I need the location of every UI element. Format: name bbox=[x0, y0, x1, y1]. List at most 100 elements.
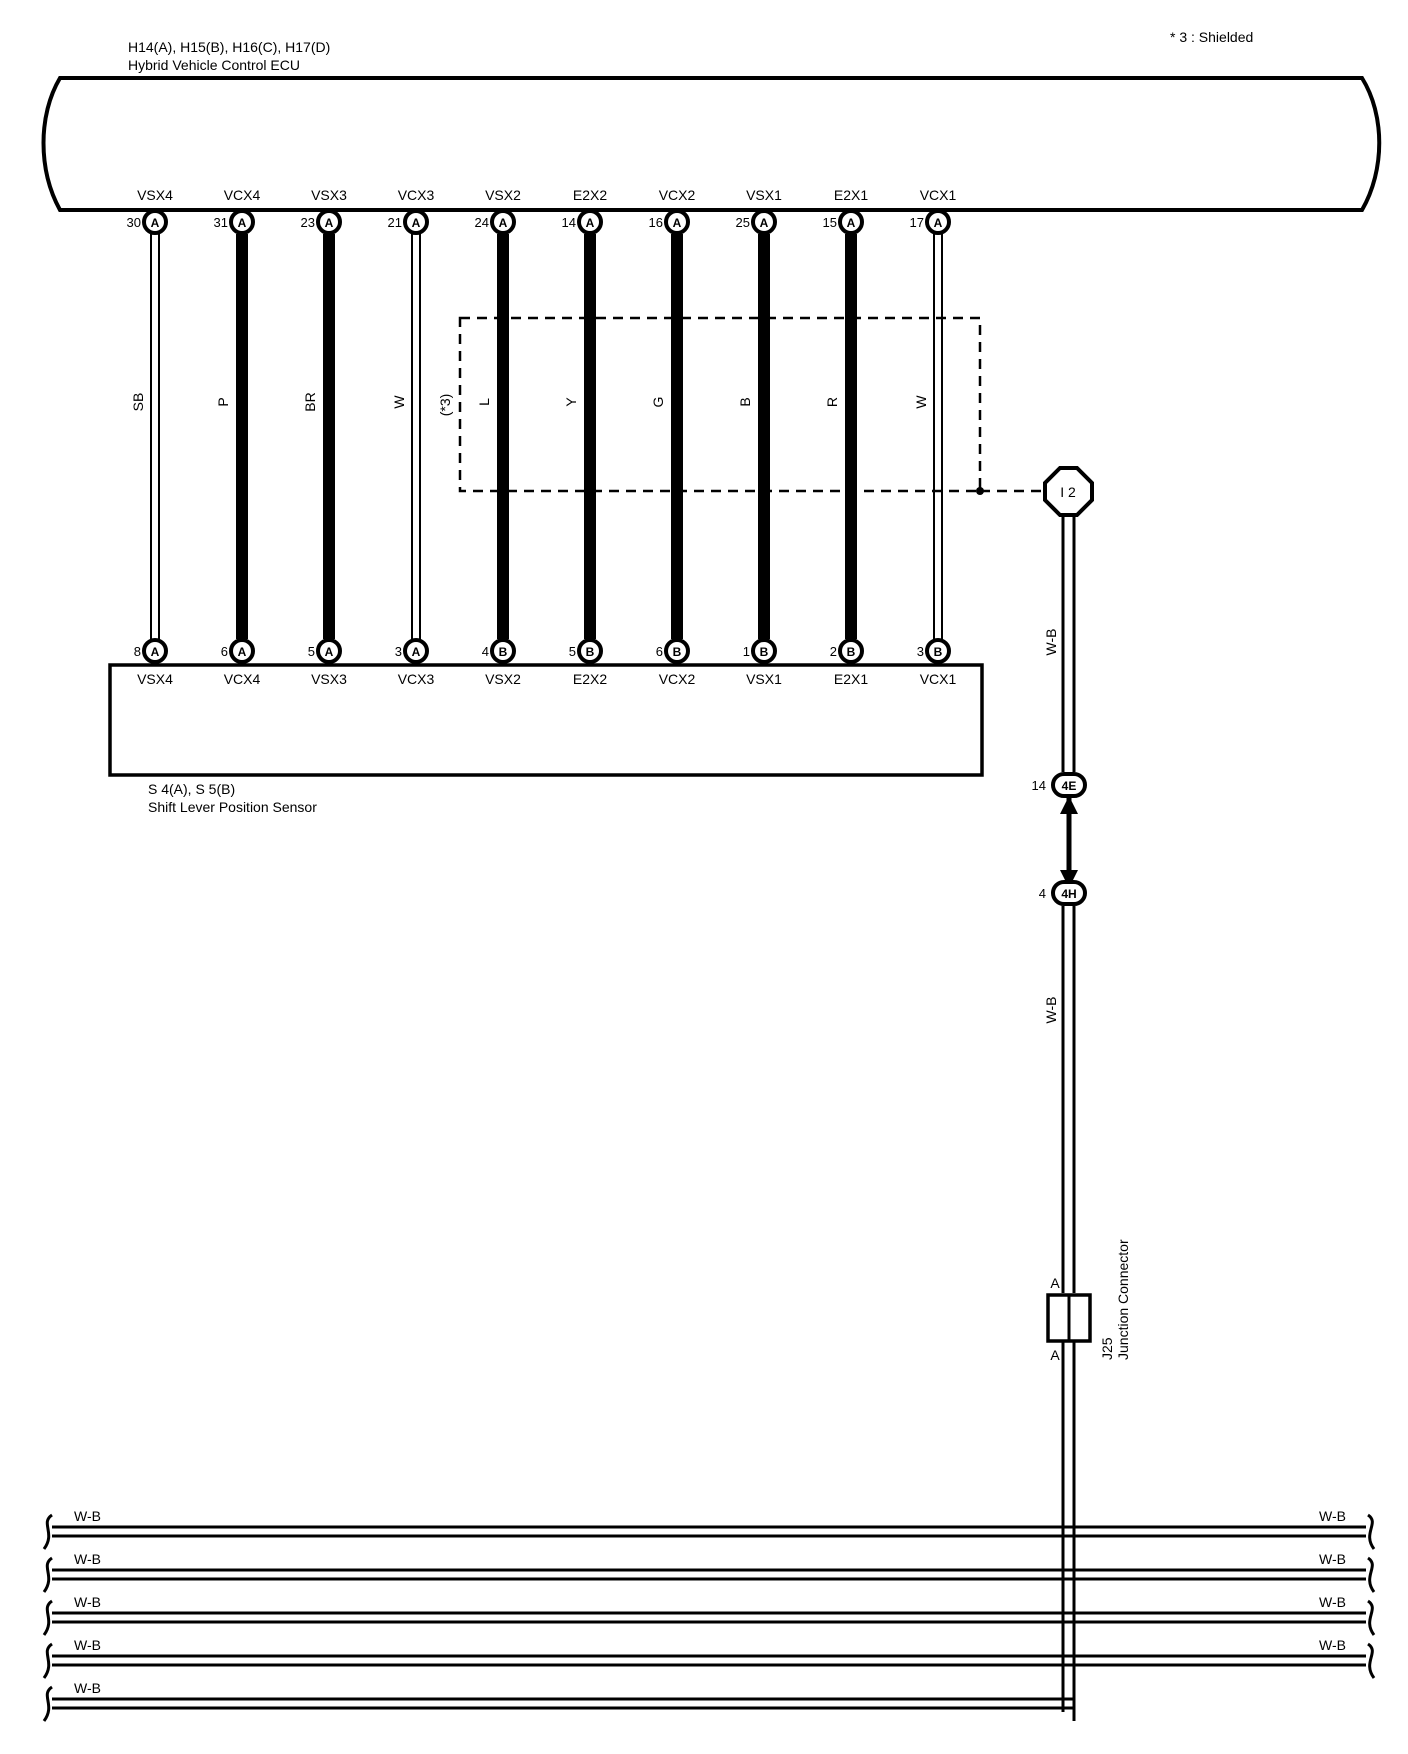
ecu-name: Hybrid Vehicle Control ECU bbox=[128, 57, 300, 73]
break-mark-left bbox=[42, 1599, 53, 1636]
ecu-pin-label: VCX1 bbox=[920, 187, 957, 203]
j25-id: J25 bbox=[1099, 1337, 1115, 1360]
ecu-connector-tag: A bbox=[934, 216, 943, 230]
sensor-pin-label: VCX3 bbox=[398, 671, 435, 687]
ecu-connector-terminal bbox=[751, 209, 777, 235]
wire-color-code: L bbox=[476, 398, 492, 406]
shield-junction-dot bbox=[976, 487, 984, 495]
sensor-pin-number: 8 bbox=[134, 644, 141, 659]
bus-wire-color-left: W-B bbox=[74, 1680, 101, 1696]
wire-color-wb-lower: W-B bbox=[1043, 997, 1059, 1024]
jc-4h bbox=[1051, 880, 1087, 906]
ecu-pin-label: VSX2 bbox=[485, 187, 521, 203]
ecu-connector-terminal bbox=[490, 209, 516, 235]
ecu-connector-tag: A bbox=[760, 216, 769, 230]
sensor-pin-label: VSX1 bbox=[746, 671, 782, 687]
sensor-connector-tag: B bbox=[760, 645, 769, 659]
arrow-up bbox=[1060, 796, 1078, 814]
ecu-pin-number: 30 bbox=[127, 215, 141, 230]
ecu-connector-tag: A bbox=[151, 216, 160, 230]
ecu-connector-terminal bbox=[925, 209, 951, 235]
ground-point-i2 bbox=[1043, 466, 1094, 517]
j25-bottom-pin: A bbox=[1050, 1347, 1060, 1363]
wire-color-wb-upper: W-B bbox=[1043, 629, 1059, 656]
ground-path: I 2 W-B 4E 14 4H 4 W-B A A J25 Junction … bbox=[1032, 466, 1131, 1721]
sensor-pin-number: 3 bbox=[395, 644, 402, 659]
break-mark-left bbox=[42, 1642, 53, 1679]
sensor-pin-number: 6 bbox=[656, 644, 663, 659]
sensor-connector-tag: A bbox=[238, 645, 247, 659]
ecu-connector-tag: A bbox=[412, 216, 421, 230]
shield-box bbox=[458, 316, 982, 493]
bus-wire-color-right: W-B bbox=[1319, 1551, 1346, 1567]
sensor-connector-tag: B bbox=[499, 645, 508, 659]
sensor-connector-terminal bbox=[490, 638, 516, 664]
ground-point-label: I 2 bbox=[1060, 484, 1076, 500]
ecu-connector-tag: A bbox=[325, 216, 334, 230]
sensor-pin-number: 6 bbox=[221, 644, 228, 659]
ecu-connector-tag: A bbox=[499, 216, 508, 230]
ecu-pin-label: E2X2 bbox=[573, 187, 607, 203]
wire-color-code: B bbox=[737, 397, 753, 406]
ecu-pin-number: 31 bbox=[214, 215, 228, 230]
sensor-connector-tag: A bbox=[151, 645, 160, 659]
wire-color-code: G bbox=[650, 397, 666, 408]
ground-bus-line: W-B bbox=[42, 1680, 1074, 1722]
sensor-pin-label: VCX2 bbox=[659, 671, 696, 687]
bus-wire-color-right: W-B bbox=[1319, 1594, 1346, 1610]
ecu-pin-label: VSX3 bbox=[311, 187, 347, 203]
ecu-connector-terminal bbox=[403, 209, 429, 235]
break-mark-right bbox=[1366, 1642, 1376, 1679]
sensor-connector-tag: A bbox=[325, 645, 334, 659]
break-mark-left bbox=[42, 1556, 53, 1593]
shielded-note: * 3 : Shielded bbox=[1170, 29, 1253, 45]
ecu-connector-tag: A bbox=[586, 216, 595, 230]
ecu-pin-label: VCX4 bbox=[224, 187, 261, 203]
sensor-pin-label: VCX1 bbox=[920, 671, 957, 687]
wire-color-code: BR bbox=[302, 392, 318, 411]
shield-label: (*3) bbox=[437, 394, 453, 417]
break-mark-right bbox=[1366, 1513, 1376, 1550]
jc-4h-pin: 4 bbox=[1039, 886, 1046, 901]
break-mark-left bbox=[42, 1685, 53, 1722]
ecu-pin-number: 24 bbox=[475, 215, 489, 230]
sensor-connector-tag: B bbox=[847, 645, 856, 659]
ecu-connector-terminal bbox=[664, 209, 690, 235]
sensor-pin-label: E2X1 bbox=[834, 671, 868, 687]
jc-4e-tag: 4E bbox=[1062, 779, 1077, 793]
ecu-pin-number: 15 bbox=[823, 215, 837, 230]
sensor-connector-terminal bbox=[925, 638, 951, 664]
jc-4e-pin: 14 bbox=[1032, 778, 1046, 793]
sensor-pin-label: VSX2 bbox=[485, 671, 521, 687]
wire-color-code: P bbox=[215, 397, 231, 406]
sensor-name: Shift Lever Position Sensor bbox=[148, 799, 317, 815]
sensor-pin-number: 5 bbox=[569, 644, 576, 659]
ecu-pin-number: 25 bbox=[736, 215, 750, 230]
ecu-pin-number: 14 bbox=[562, 215, 576, 230]
ecu-connector-terminal bbox=[316, 209, 342, 235]
sensor-pin-number: 2 bbox=[830, 644, 837, 659]
sensor-connector-terminal bbox=[316, 638, 342, 664]
sensor-connector-terminal bbox=[751, 638, 777, 664]
sensor-pin-label: E2X2 bbox=[573, 671, 607, 687]
ecu-pin-label: VCX3 bbox=[398, 187, 435, 203]
sensor-pin-number: 3 bbox=[917, 644, 924, 659]
sensor-pin-label: VSX4 bbox=[137, 671, 173, 687]
sensor-connector-terminal bbox=[838, 638, 864, 664]
sensor-pin-number: 5 bbox=[308, 644, 315, 659]
